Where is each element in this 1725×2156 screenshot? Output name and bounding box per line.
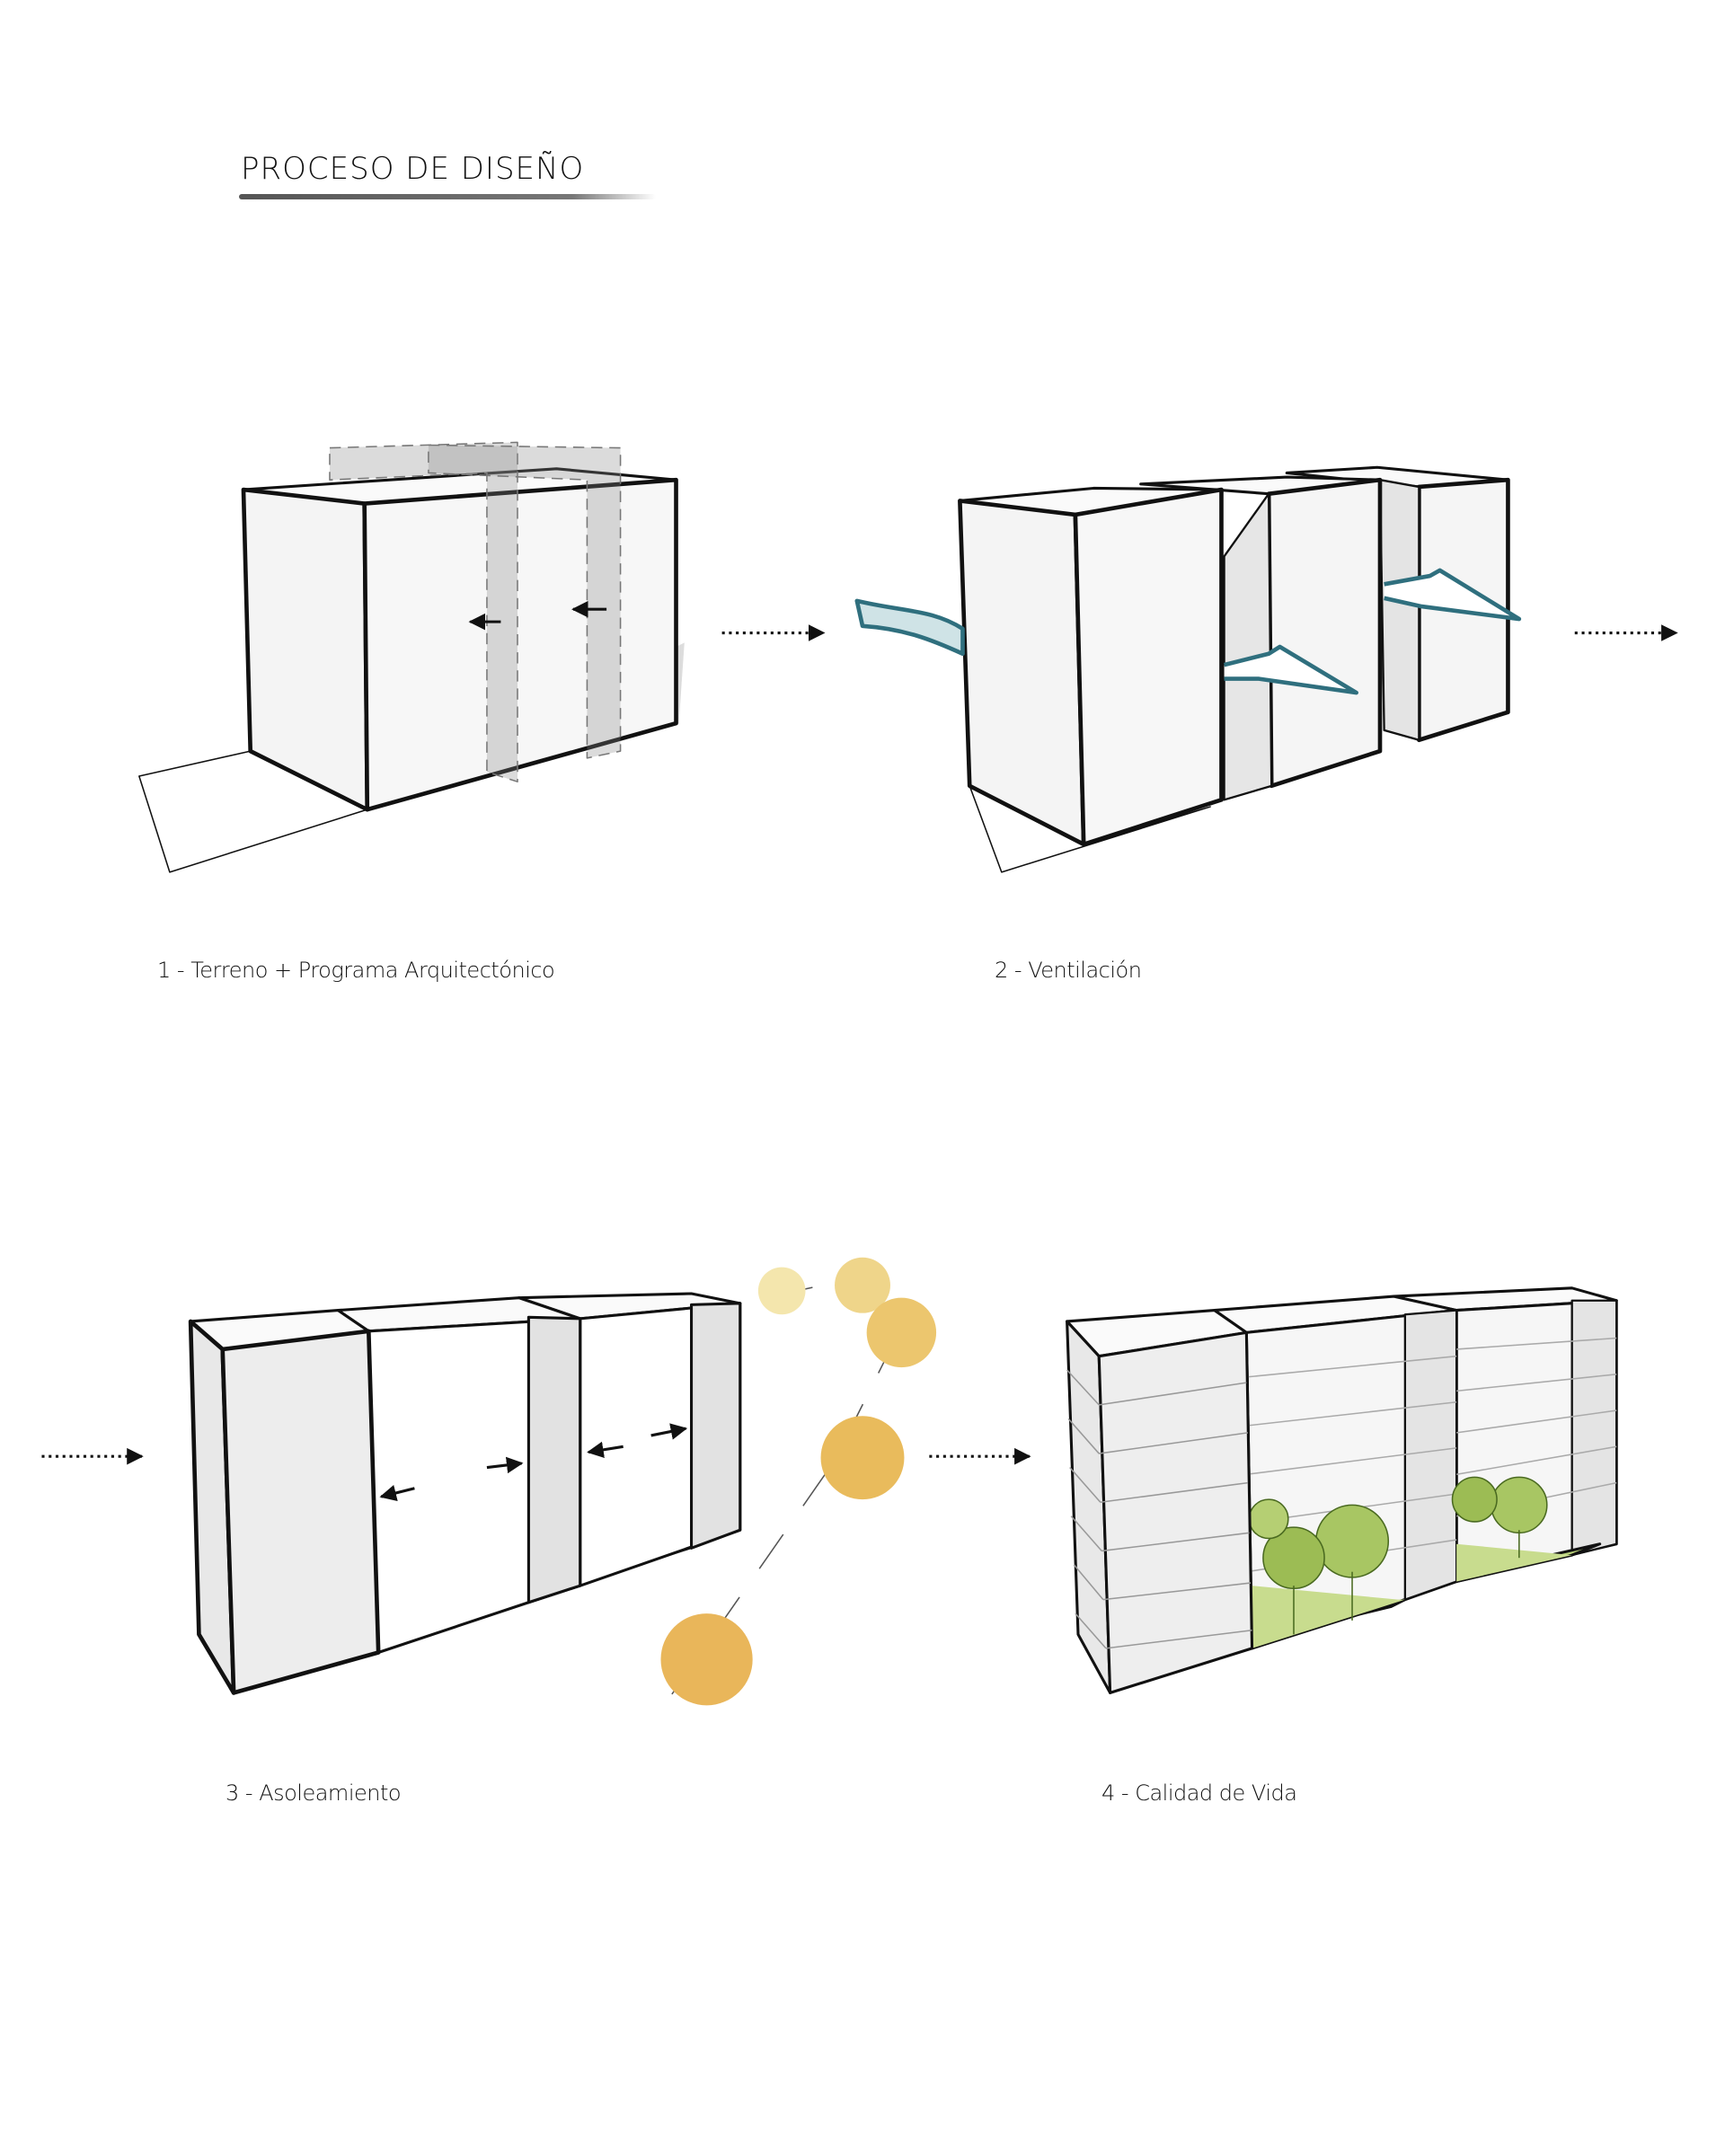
sun-icon [820, 1416, 905, 1500]
arrow-right-icon [486, 1456, 524, 1474]
tree-icon [1248, 1476, 1548, 1635]
sun-icon [866, 1297, 937, 1368]
sun-path [660, 1257, 937, 1706]
title-underline [239, 194, 656, 199]
sun-icon [757, 1267, 806, 1315]
step-2-caption: 2 - Ventilación [995, 958, 1142, 983]
step-4-caption: 4 - Calidad de Vida [1101, 1780, 1297, 1806]
arrow-left-icon [379, 1484, 415, 1502]
sun-icon [660, 1613, 753, 1706]
arrow-right-icon [650, 1423, 688, 1440]
page-title: PROCESO DE DISEÑO [241, 151, 585, 187]
diagram-1-site-program [138, 441, 685, 873]
arrow-left-icon [587, 1441, 624, 1459]
diagram-4-quality-of-life [1066, 1286, 1618, 1694]
sun-icon [835, 1257, 890, 1313]
diagram-2-ventilation [854, 465, 1522, 873]
diagram-3-sunlight [188, 1257, 937, 1706]
wind-arrow-icon [854, 568, 1522, 695]
step-3-caption: 3 - Asoleamiento [226, 1780, 402, 1806]
step-1-caption: 1 - Terreno + Programa Arquitectónico [157, 958, 555, 983]
